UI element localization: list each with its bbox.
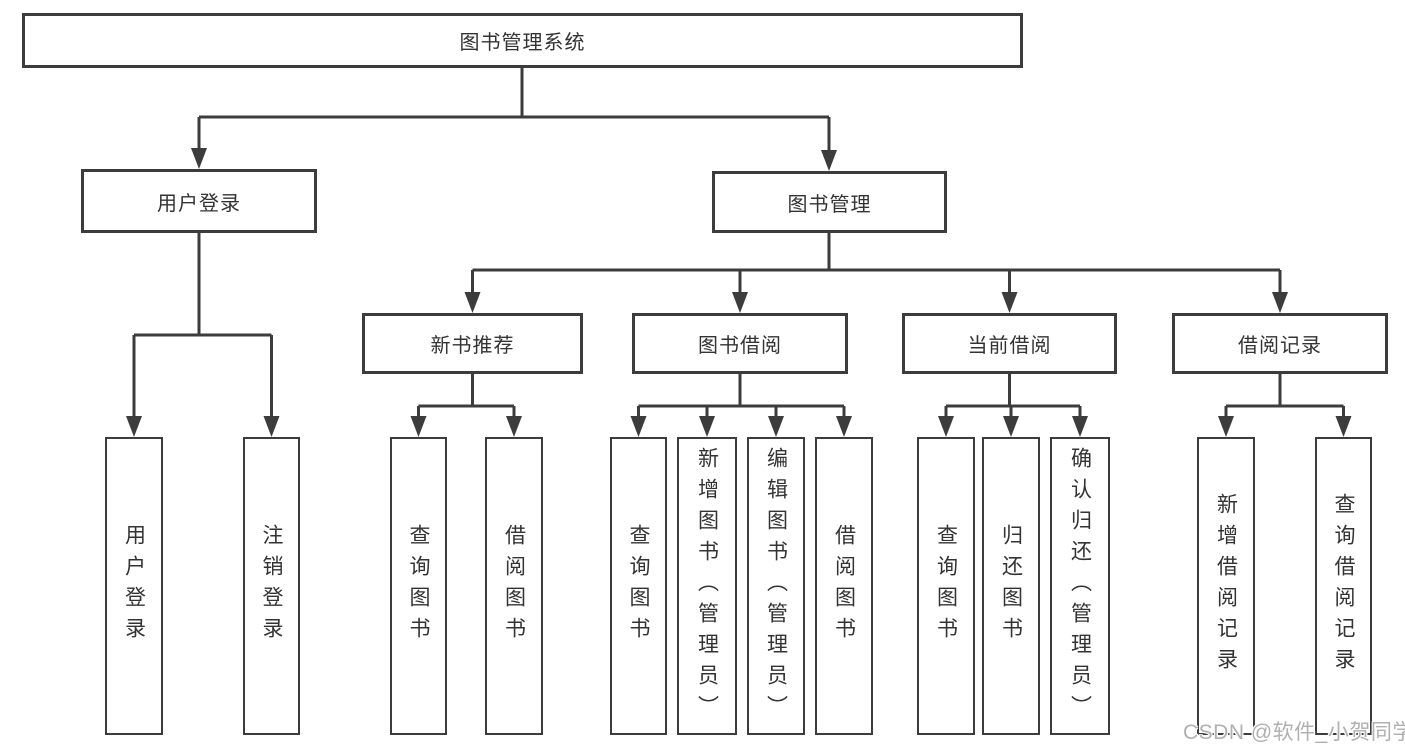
leaf-return-books-label: 归还图书 bbox=[999, 524, 1023, 648]
leaf-query-borrow-record: 查询借阅记录 bbox=[1315, 437, 1372, 735]
node-user-login-label: 用户登录 bbox=[157, 192, 241, 215]
arrowhead-icon bbox=[1001, 292, 1018, 313]
leaf-user-login: 用户登录 bbox=[105, 437, 163, 735]
arrowhead-icon bbox=[263, 416, 280, 437]
arrowhead-icon bbox=[732, 292, 748, 313]
leaf-edit-books-admin: 编辑图书（管理员） bbox=[747, 437, 805, 735]
leaf-borrow-books-2: 借阅图书 bbox=[815, 437, 873, 735]
connector-current-borrow-to-leaves bbox=[944, 374, 1082, 420]
node-book-management: 图书管理 bbox=[712, 171, 947, 233]
arrowhead-icon bbox=[464, 292, 481, 313]
leaf-confirm-return-admin: 确认归还（管理员） bbox=[1050, 437, 1110, 735]
arrowhead-icon bbox=[836, 416, 852, 437]
arrowhead-icon bbox=[1003, 416, 1019, 437]
arrowhead-icon bbox=[768, 416, 784, 437]
node-current-borrow: 当前借阅 bbox=[902, 313, 1117, 374]
arrowhead-icon bbox=[191, 148, 207, 169]
leaf-borrow-books-1-label: 借阅图书 bbox=[502, 524, 526, 648]
leaf-add-borrow-record: 新增借阅记录 bbox=[1197, 437, 1255, 735]
arrowhead-icon bbox=[1072, 416, 1088, 437]
arrowhead-icon bbox=[1272, 292, 1288, 313]
leaf-query-books-3: 查询图书 bbox=[917, 437, 975, 735]
connector-new-book-rec-to-leaves bbox=[417, 374, 516, 420]
node-root-label: 图书管理系统 bbox=[459, 32, 586, 54]
connector-book-mgmt-to-level3 bbox=[471, 233, 1282, 296]
node-root: 图书管理系统 bbox=[22, 13, 1023, 68]
leaf-query-books-2-label: 查询图书 bbox=[627, 524, 650, 648]
leaf-query-books-1: 查询图书 bbox=[390, 437, 447, 735]
connector-user-login-to-leaves bbox=[132, 233, 273, 420]
node-current-borrow-label: 当前借阅 bbox=[967, 335, 1052, 357]
connector-borrow-records-to-leaves bbox=[1224, 374, 1345, 420]
arrowhead-icon bbox=[938, 416, 954, 437]
arrowhead-icon bbox=[1218, 416, 1234, 437]
leaf-logout-label: 注销登录 bbox=[260, 524, 283, 648]
connector-root-to-level2 bbox=[197, 68, 831, 154]
leaf-user-login-label: 用户登录 bbox=[122, 524, 146, 648]
leaf-confirm-return-admin-label: 确认归还（管理员） bbox=[1068, 446, 1092, 726]
node-book-management-label: 图书管理 bbox=[787, 193, 872, 216]
leaf-borrow-books-1: 借阅图书 bbox=[485, 437, 543, 735]
node-new-book-recommend-label: 新书推荐 bbox=[430, 335, 515, 357]
leaf-query-books-1-label: 查询图书 bbox=[407, 524, 430, 648]
arrowhead-icon bbox=[126, 416, 142, 437]
leaf-add-books-admin: 新增图书（管理员） bbox=[677, 437, 737, 735]
arrowhead-icon bbox=[630, 416, 647, 437]
leaf-logout: 注销登录 bbox=[243, 437, 300, 735]
leaf-query-borrow-record-label: 查询借阅记录 bbox=[1332, 493, 1355, 679]
leaf-query-books-2: 查询图书 bbox=[610, 437, 667, 735]
connector-book-borrow-to-leaves bbox=[637, 374, 846, 420]
node-book-borrow: 图书借阅 bbox=[632, 313, 848, 374]
leaf-query-books-3-label: 查询图书 bbox=[934, 524, 958, 648]
arrowhead-icon bbox=[410, 416, 427, 437]
leaf-return-books: 归还图书 bbox=[982, 437, 1040, 735]
leaf-edit-books-admin-label: 编辑图书（管理员） bbox=[764, 446, 788, 726]
node-borrow-records: 借阅记录 bbox=[1172, 313, 1388, 374]
node-user-login: 用户登录 bbox=[81, 169, 317, 233]
leaf-add-books-admin-label: 新增图书（管理员） bbox=[695, 446, 719, 726]
leaf-add-borrow-record-label: 新增借阅记录 bbox=[1214, 493, 1238, 679]
arrowhead-icon bbox=[506, 416, 522, 437]
node-new-book-recommend: 新书推荐 bbox=[362, 313, 583, 374]
watermark: CSDN @软件_小贺同学 bbox=[1183, 721, 1405, 744]
leaf-borrow-books-2-label: 借阅图书 bbox=[832, 524, 856, 648]
node-borrow-records-label: 借阅记录 bbox=[1238, 335, 1322, 357]
arrowhead-icon bbox=[1335, 416, 1352, 437]
arrowhead-icon bbox=[821, 150, 837, 171]
node-book-borrow-label: 图书借阅 bbox=[698, 335, 782, 357]
arrowhead-icon bbox=[699, 416, 715, 437]
